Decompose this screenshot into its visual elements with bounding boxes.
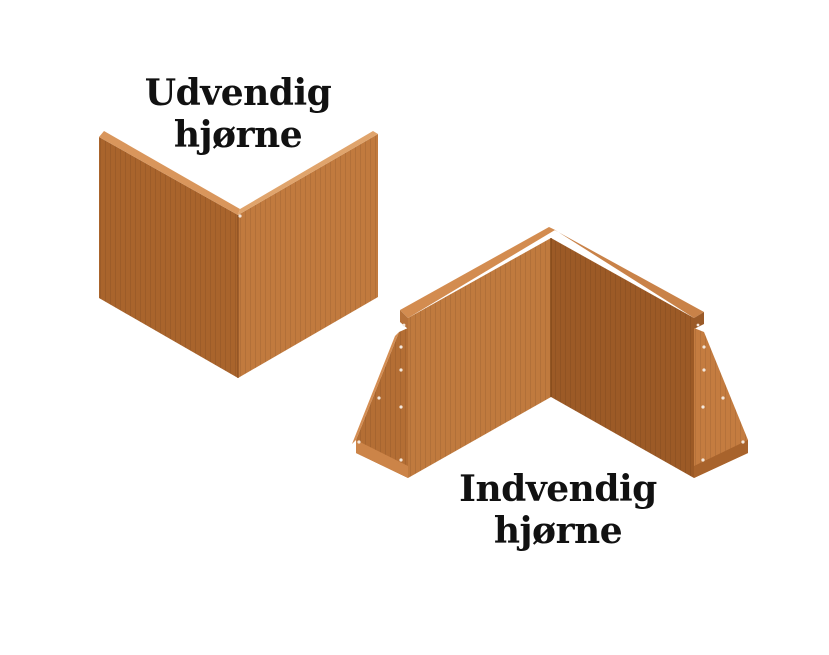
inner-corner-label: Indvendig hjørne bbox=[438, 468, 678, 552]
outer-corner-label-line1: Udvendig bbox=[144, 72, 332, 114]
inner-corner-label-line2: hjørne bbox=[493, 510, 623, 552]
inner-corner-bolt-holes bbox=[357, 323, 745, 462]
outer-corner-label-line2: hjørne bbox=[173, 114, 303, 156]
outer-corner-part bbox=[99, 131, 378, 378]
inner-corner-top-flange-left bbox=[400, 227, 555, 318]
outer-corner-top-edge-right bbox=[238, 131, 378, 215]
outer-corner-label: Udvendig hjørne bbox=[118, 72, 358, 156]
inner-corner-part bbox=[352, 227, 748, 478]
outer-corner-top-edge-left bbox=[99, 131, 240, 215]
inner-corner-label-line1: Indvendig bbox=[459, 468, 657, 510]
inner-corner-top-flange-right bbox=[549, 227, 704, 318]
